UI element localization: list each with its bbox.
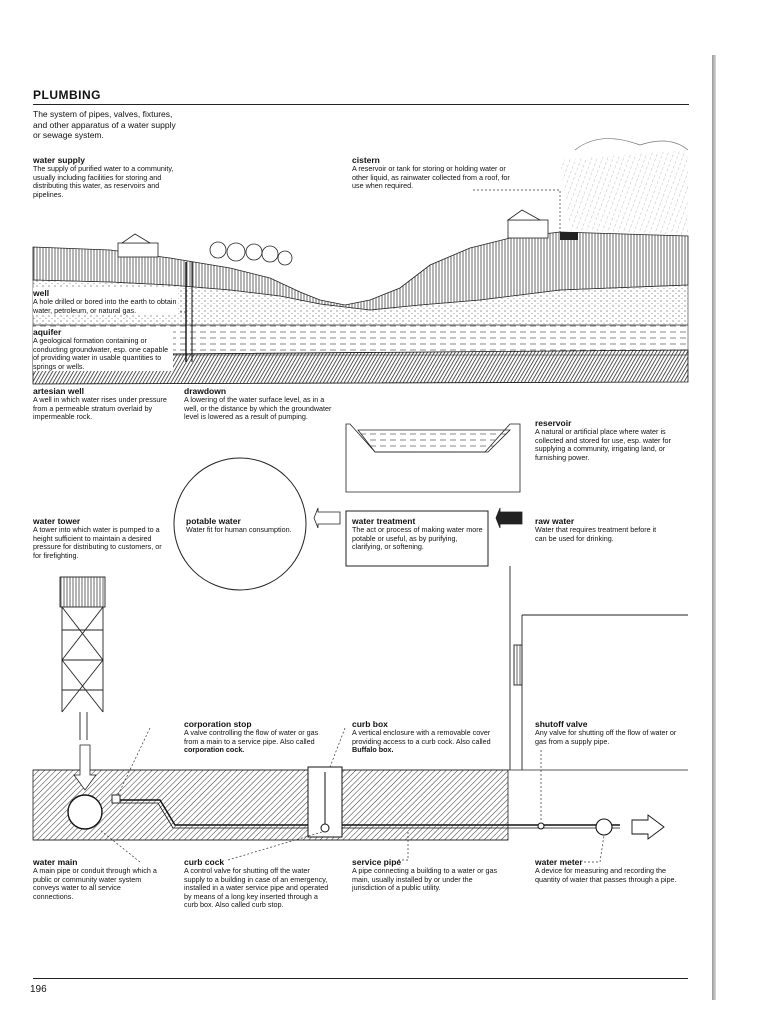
alt-corporation-cock: corporation cock. [184,745,245,755]
term-cistern: cistern [352,155,380,165]
def-potable-water: Water fit for human consumption. [186,525,292,534]
intro-text: The system of pipes, valves, fixtures, a… [33,109,176,140]
entry-reservoir: reservoir A natural or artificial place … [535,418,690,462]
entry-curb-cock: curb cock A control valve for shutting o… [184,857,329,910]
def-well: A hole drilled or bored into the earth t… [33,297,177,315]
page-title: PLUMBING [33,88,101,102]
potable-water-circle [173,457,307,591]
entry-cistern: cistern A reservoir or tank for storing … [352,155,517,191]
term-shutoff-valve: shutoff valve [535,719,588,729]
def-water-supply: The supply of purified water to a commun… [33,164,174,199]
building [509,566,688,770]
def-water-treatment: The act or process of making water more … [352,525,483,552]
def-water-main: A main pipe or conduit through which a p… [33,866,157,901]
arrow-treatment-to-potable [313,507,341,529]
def-curb-cock: A control valve for shutting off the wat… [184,866,329,910]
def-raw-water: Water that requires treatment before it … [535,525,657,543]
scan-edge [712,55,716,1000]
term-potable-water: potable water [186,516,241,526]
term-curb-cock: curb cock [184,857,225,867]
entry-water-supply: water supply The supply of purified wate… [33,155,183,199]
def-cistern: A reservoir or tank for storing or holdi… [352,164,510,191]
term-aquifer: aquifer [33,327,62,337]
term-water-meter: water meter [535,857,583,867]
title-rule [33,104,689,105]
entry-corporation-stop: corporation stop A valve controlling the… [184,719,334,755]
water-treatment-box [345,510,489,567]
entry-drawdown: drawdown A lowering of the water surface… [184,386,334,422]
alt-buffalo-box: Buffalo box. [352,745,394,755]
term-curb-box: curb box [352,719,388,729]
entry-water-main: water main A main pipe or conduit throug… [33,857,158,901]
entry-artesian-well: artesian well A well in which water rise… [33,386,173,422]
footer-rule [33,978,688,979]
term-service-pipe: service pipe [352,857,402,867]
term-water-treatment: water treatment [352,516,416,526]
entry-shutoff-valve: shutoff valve Any valve for shutting off… [535,719,685,746]
def-corporation-stop-text: A valve controlling the flow of water or… [184,728,319,746]
term-artesian-well: artesian well [33,386,85,396]
def-curb-box-text: A vertical enclosure with a removable co… [352,728,491,746]
def-reservoir: A natural or artificial place where wate… [535,427,671,462]
reservoir-section [345,423,521,493]
def-corporation-stop: A valve controlling the flow of water or… [184,728,334,755]
def-service-pipe: A pipe connecting a building to a water … [352,866,498,893]
entry-aquifer: aquifer A geological formation containin… [33,327,173,372]
entry-potable-water: potable water Water fit for human consum… [186,516,311,535]
entry-water-meter: water meter A device for measuring and r… [535,857,680,884]
def-shutoff-valve: Any valve for shutting off the flow of w… [535,728,677,746]
term-raw-water: raw water [535,516,575,526]
term-water-main: water main [33,857,78,867]
def-aquifer: A geological formation containing or con… [33,336,169,371]
leader-lines [99,189,605,863]
water-tower [59,576,106,740]
term-corporation-stop: corporation stop [184,719,252,729]
def-water-tower: A tower into which water is pumped to a … [33,525,162,560]
term-reservoir: reservoir [535,418,572,428]
page-number: 196 [30,984,47,995]
def-water-meter: A device for measuring and recording the… [535,866,677,884]
def-curb-box: A vertical enclosure with a removable co… [352,728,502,755]
entry-curb-box: curb box A vertical enclosure with a rem… [352,719,502,755]
entry-water-treatment: water treatment The act or process of ma… [352,516,484,552]
entry-well: well A hole drilled or bored into the ea… [33,288,178,316]
entry-service-pipe: service pipe A pipe connecting a buildin… [352,857,502,893]
term-well: well [33,288,50,298]
term-water-supply: water supply [33,155,85,165]
entry-water-tower: water tower A tower into which water is … [33,516,163,560]
term-drawdown: drawdown [184,386,227,396]
def-artesian-well: A well in which water rises under pressu… [33,395,167,422]
entry-raw-water: raw water Water that requires treatment … [535,516,665,544]
term-water-tower: water tower [33,516,81,526]
arrow-raw-to-treatment [495,507,523,529]
def-drawdown: A lowering of the water surface level, a… [184,395,332,422]
street-section [32,744,688,841]
